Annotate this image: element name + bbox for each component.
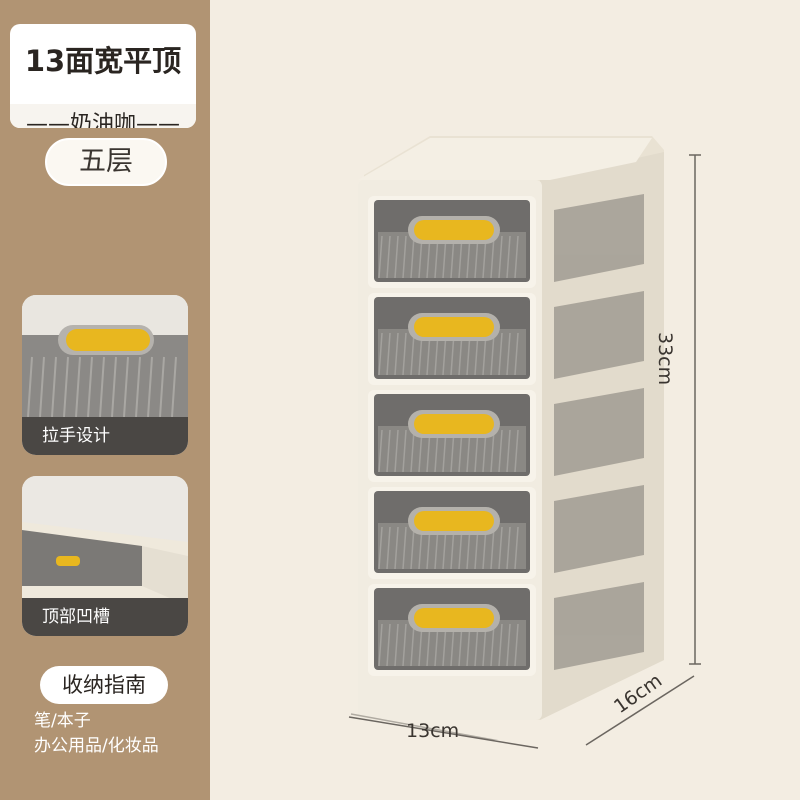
- drawer: [368, 390, 536, 482]
- side-opening: [554, 291, 644, 379]
- drawer-handle: [414, 317, 494, 337]
- drawer-cabinet-illustration: [350, 136, 664, 740]
- width-dimension-label: 13cm: [406, 720, 460, 742]
- side-opening: [554, 582, 644, 670]
- storage-guide-item: 办公用品/化妆品: [34, 736, 159, 756]
- drawer-handle: [414, 511, 494, 531]
- drawer-handle: [414, 220, 494, 240]
- drawer: [368, 584, 536, 676]
- product-title: 13面宽平顶: [24, 44, 182, 78]
- storage-guide-item: 笔/本子: [34, 711, 91, 731]
- storage-guide-label: 收纳指南: [40, 666, 168, 704]
- feature-caption-top-groove: 顶部凹槽: [22, 598, 188, 636]
- side-opening: [554, 388, 644, 476]
- feature-caption-handle: 拉手设计: [22, 417, 188, 455]
- drawer: [368, 293, 536, 385]
- height-dimension-label: 33cm: [654, 332, 676, 386]
- side-opening: [554, 485, 644, 573]
- title-card: 13面宽平顶 ——奶油咖——: [10, 24, 196, 128]
- drawer-handle: [414, 608, 494, 628]
- drawer-handle: [414, 414, 494, 434]
- title-subtitle-band: [10, 104, 196, 128]
- feature-card-top-groove: 顶部凹槽: [22, 476, 188, 636]
- layer-count-badge: 五层: [45, 138, 167, 186]
- side-opening: [554, 194, 644, 282]
- drawer: [368, 487, 536, 579]
- feature-card-handle: 拉手设计: [22, 295, 188, 455]
- left-info-panel: 13面宽平顶 ——奶油咖—— 五层 拉手设计: [0, 0, 210, 800]
- drawer: [368, 196, 536, 288]
- product-color-subtitle: ——奶油咖——: [25, 112, 180, 128]
